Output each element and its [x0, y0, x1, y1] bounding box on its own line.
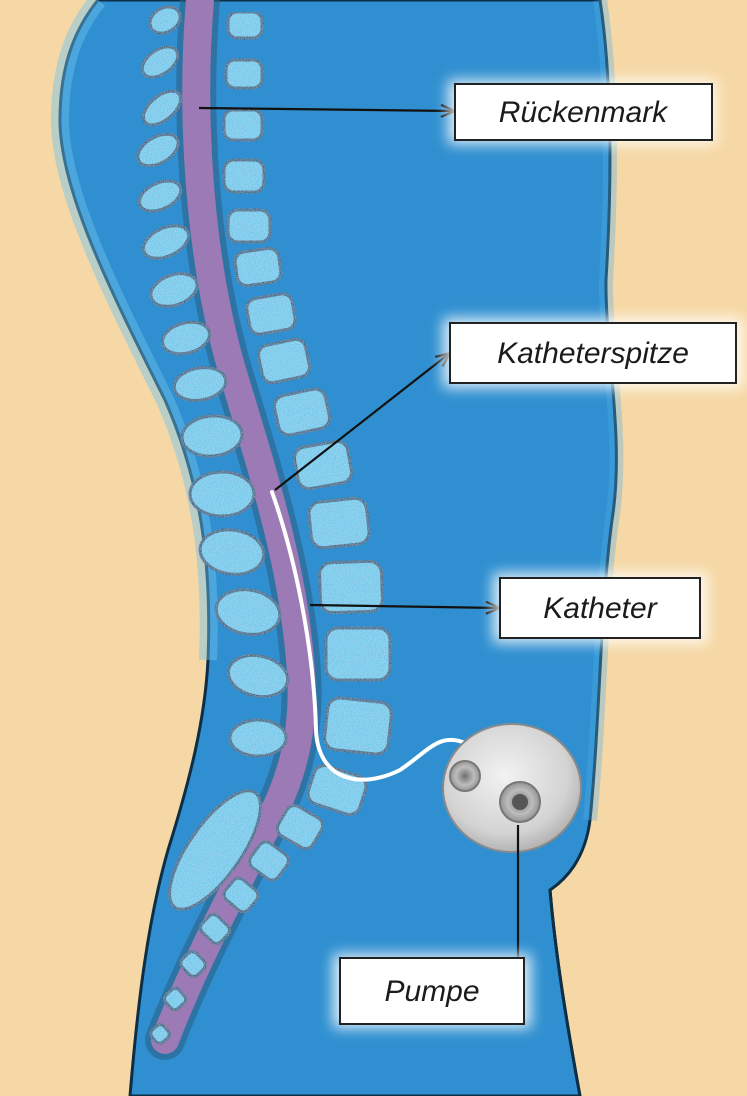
vertebra-body: [224, 160, 264, 192]
vertebra-body: [224, 110, 262, 140]
spinous-process: [190, 472, 254, 516]
label-text: Katheter: [543, 592, 657, 625]
vertebra-body: [234, 247, 282, 287]
vertebra-body: [326, 628, 390, 680]
label-pump: Pumpe: [333, 954, 531, 1028]
pump-side-port: [450, 761, 480, 791]
vertebra-body: [226, 60, 262, 88]
vertebra-body: [293, 440, 353, 491]
vertebra-body: [323, 697, 392, 755]
vertebra-body: [245, 292, 297, 335]
vertebra-body: [272, 387, 331, 437]
label-text: Rückenmark: [499, 96, 669, 129]
spinous-process: [230, 720, 286, 756]
label-text: Pumpe: [384, 975, 479, 1008]
vertebra-body: [257, 337, 312, 384]
label-spinal-cord: Rückenmark: [448, 80, 716, 144]
vertebra-body: [308, 497, 370, 549]
vertebra-body: [228, 210, 270, 242]
pump-device: [443, 724, 581, 852]
label-catheter-tip: Katheterspitze: [443, 318, 743, 388]
vertebra-body: [228, 12, 262, 38]
label-catheter: Katheter: [493, 573, 707, 643]
pump-refill-port-center: [512, 794, 528, 810]
label-text: Katheterspitze: [497, 337, 689, 370]
